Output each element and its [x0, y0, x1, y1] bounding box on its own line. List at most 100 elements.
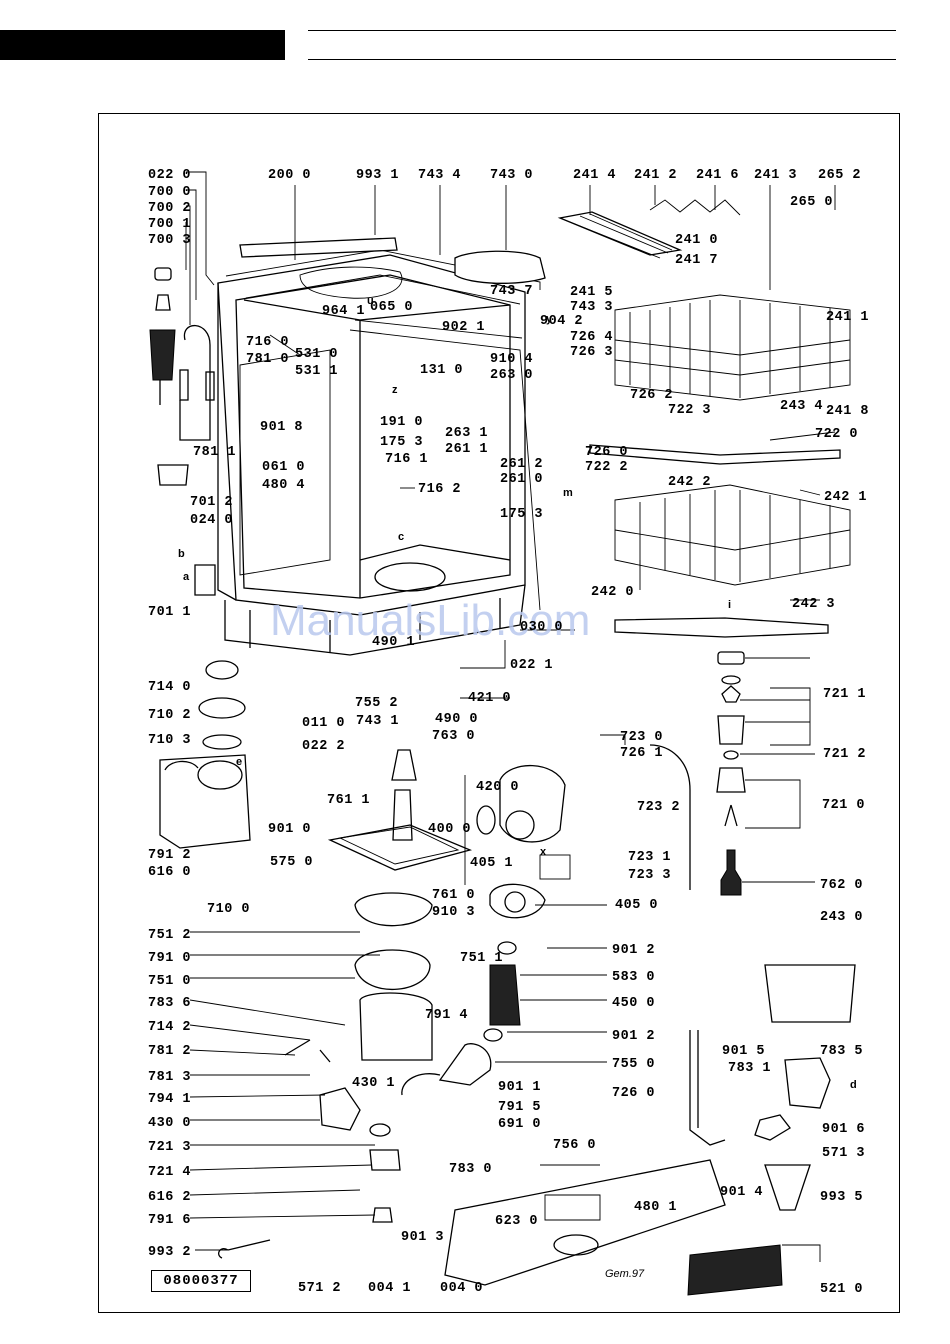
watermark: ManualsLib.com — [270, 596, 590, 645]
svg-text:d: d — [850, 1079, 857, 1091]
base-plate — [444, 1159, 726, 1286]
part-label: 242 0 — [591, 585, 634, 600]
part-label: 901 8 — [260, 420, 303, 435]
upper-basket — [614, 294, 851, 401]
part-label: 783 1 — [728, 1061, 771, 1076]
part-label: 901 4 — [720, 1185, 763, 1200]
overflow-hose — [649, 744, 691, 890]
part-label: 022 2 — [302, 739, 345, 754]
part-label: 755 2 — [355, 696, 398, 711]
part-label: 716 2 — [418, 482, 461, 497]
signature: Gem.97 — [605, 1268, 645, 1280]
part-label: 756 0 — [553, 1138, 596, 1153]
lower-basket — [614, 484, 851, 586]
part-label: 131 0 — [420, 363, 463, 378]
part-label: 241 4 — [573, 168, 616, 183]
part-label: 993 1 — [356, 168, 399, 183]
part-label: 480 4 — [262, 478, 305, 493]
svg-text:m: m — [563, 487, 573, 499]
svg-text:b: b — [178, 548, 185, 560]
part-label: 783 0 — [449, 1162, 492, 1177]
part-label: 743 4 — [418, 168, 461, 183]
inlet-hose-parts — [149, 267, 216, 596]
part-label: 791 5 — [498, 1100, 541, 1115]
header-black-bar — [0, 30, 285, 60]
part-label: 721 3 — [148, 1140, 191, 1155]
part-label: 571 3 — [822, 1146, 865, 1161]
part-label: 781 0 — [246, 352, 289, 367]
spray-arm-hub-stack — [716, 651, 746, 896]
svg-text:z: z — [392, 384, 398, 396]
part-label: 623 0 — [495, 1214, 538, 1229]
part-label: 261 2 — [500, 457, 543, 472]
part-label: 022 0 — [148, 168, 191, 183]
part-label: 700 3 — [148, 233, 191, 248]
part-label: 241 5 — [570, 285, 613, 300]
svg-text:c: c — [398, 531, 404, 543]
lower-spray-arm — [614, 617, 829, 638]
part-label: 700 0 — [148, 185, 191, 200]
part-label: 022 1 — [510, 658, 553, 673]
part-label: 531 0 — [295, 347, 338, 362]
part-label: 241 2 — [634, 168, 677, 183]
circulation-pump — [401, 764, 571, 1096]
part-label: 616 0 — [148, 865, 191, 880]
part-label: 751 1 — [460, 951, 503, 966]
part-label: 721 2 — [823, 747, 866, 762]
part-label: 964 1 — [322, 304, 365, 319]
part-label: 716 1 — [385, 452, 428, 467]
part-label: 761 1 — [327, 793, 370, 808]
part-label: 743 3 — [570, 300, 613, 315]
part-label: 024 0 — [190, 513, 233, 528]
svg-text:a: a — [183, 571, 190, 583]
part-label: 726 0 — [585, 445, 628, 460]
part-label: 781 2 — [148, 1044, 191, 1059]
part-label: 261 0 — [500, 472, 543, 487]
filter-system — [327, 749, 473, 1061]
upper-spray-arm — [589, 444, 841, 465]
part-label: 726 0 — [612, 1086, 655, 1101]
part-label: 755 0 — [612, 1057, 655, 1072]
part-label: 241 3 — [754, 168, 797, 183]
part-label: 722 2 — [585, 460, 628, 475]
part-label: 714 2 — [148, 1020, 191, 1035]
part-label: 616 2 — [148, 1190, 191, 1205]
leader-lines — [185, 171, 836, 1262]
part-label: 794 1 — [148, 1092, 191, 1107]
part-label: 191 0 — [380, 415, 423, 430]
document-number: 08000377 — [151, 1270, 251, 1292]
part-label: 263 1 — [445, 426, 488, 441]
part-label: 700 2 — [148, 201, 191, 216]
part-label: 714 0 — [148, 680, 191, 695]
svg-text:x: x — [540, 846, 547, 858]
part-label: 531 1 — [295, 364, 338, 379]
part-label: 901 6 — [822, 1122, 865, 1137]
part-label: 901 2 — [612, 943, 655, 958]
part-label: 723 0 — [620, 730, 663, 745]
part-label: 011 0 — [302, 716, 345, 731]
part-label: 721 0 — [822, 798, 865, 813]
part-label: 243 0 — [820, 910, 863, 925]
part-label: 781 1 — [193, 445, 236, 460]
part-label: 710 3 — [148, 733, 191, 748]
rinse-aid-box — [764, 964, 856, 1023]
part-label: 241 8 — [826, 404, 869, 419]
part-label: 450 0 — [612, 996, 655, 1011]
part-label: 722 3 — [668, 403, 711, 418]
part-label: 743 0 — [490, 168, 533, 183]
part-label: 521 0 — [820, 1282, 863, 1297]
part-label: 721 4 — [148, 1165, 191, 1180]
part-label: 420 0 — [476, 780, 519, 795]
part-label: 726 2 — [630, 388, 673, 403]
diagram-frame — [98, 113, 900, 1313]
part-label: 265 0 — [790, 195, 833, 210]
part-label: 065 0 — [370, 300, 413, 315]
part-label: 405 1 — [470, 856, 513, 871]
part-label: 400 0 — [428, 822, 471, 837]
part-label: 430 1 — [352, 1076, 395, 1091]
part-label: 004 1 — [368, 1281, 411, 1296]
part-label: 583 0 — [612, 970, 655, 985]
header-rule-bottom — [308, 59, 896, 60]
part-label: 723 1 — [628, 850, 671, 865]
